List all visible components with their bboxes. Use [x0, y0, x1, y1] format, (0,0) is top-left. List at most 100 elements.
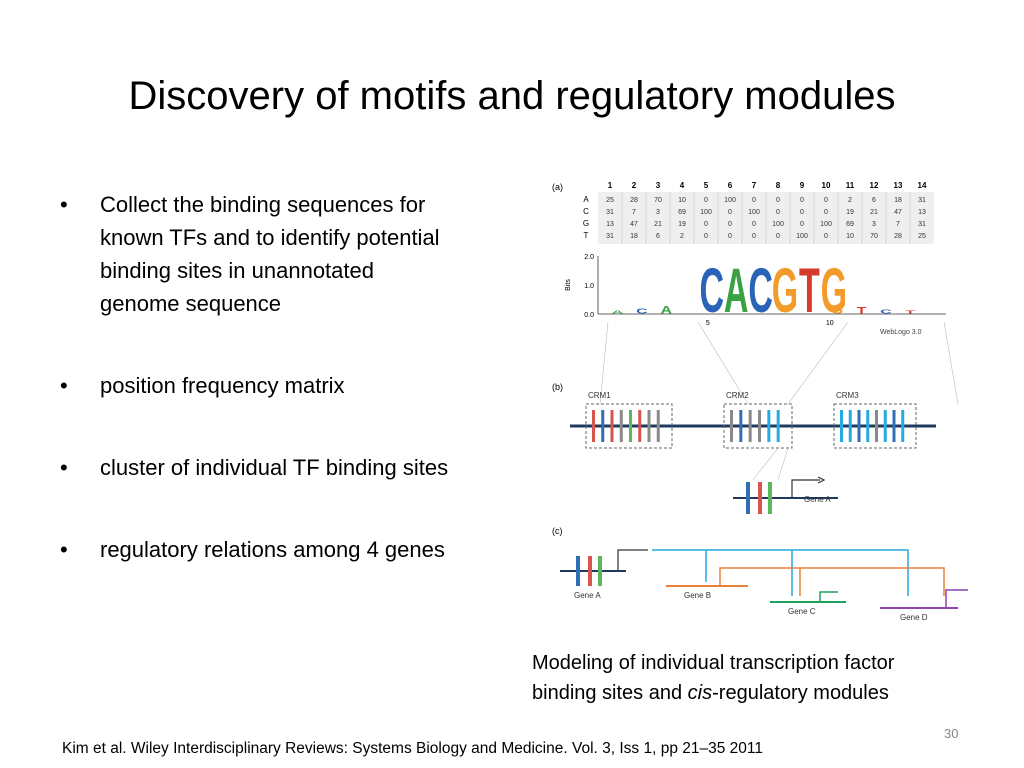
binding-site-bar — [601, 410, 605, 442]
bullet-item: • position frequency matrix — [60, 369, 530, 402]
matrix-cell: 7 — [896, 221, 900, 228]
regulation-edge — [719, 567, 945, 596]
binding-site-bar — [875, 410, 878, 442]
caption-italic: cis — [687, 682, 713, 704]
bullet-text: regulatory relations among 4 genes — [100, 537, 445, 562]
binding-site-bar — [866, 410, 870, 442]
logo-credit: WebLogo 3.0 — [880, 329, 922, 336]
bullet-dot: • — [60, 537, 68, 562]
logo-y-tick: 1.0 — [584, 283, 594, 290]
matrix-cell: 0 — [728, 221, 732, 228]
matrix-cell: 19 — [846, 209, 854, 216]
matrix-column-header: 8 — [776, 181, 781, 190]
matrix-cell: 31 — [918, 221, 926, 228]
regulation-edge — [652, 549, 909, 596]
caption-text: -regulatory modules — [712, 682, 889, 704]
matrix-cell: 0 — [704, 233, 708, 240]
guide-line — [752, 447, 779, 481]
matrix-cell: 69 — [846, 221, 854, 228]
binding-site-bar — [840, 410, 843, 442]
promoter-arrow — [945, 589, 968, 608]
matrix-column-header: 14 — [918, 181, 927, 190]
caption-text: binding sites and — [532, 682, 688, 704]
matrix-cell: 69 — [678, 209, 686, 216]
binding-site-bar — [746, 482, 750, 514]
matrix-cell: 28 — [630, 197, 638, 204]
matrix-cell: 21 — [654, 221, 662, 228]
matrix-column-header: 11 — [846, 181, 855, 190]
matrix-column-header: 4 — [680, 181, 685, 190]
logo-x-tick: 10 — [826, 320, 834, 327]
bullet-text: position frequency matrix — [100, 373, 345, 398]
binding-site-bar — [619, 410, 623, 442]
logo-letter: C — [880, 309, 892, 316]
binding-site-bar — [758, 482, 762, 514]
matrix-cell: 0 — [776, 197, 780, 204]
guide-line — [599, 321, 609, 405]
bullet-dot: • — [60, 455, 68, 480]
logo-y-tick: 0.0 — [584, 312, 594, 319]
matrix-column-header: 9 — [800, 181, 805, 190]
bullet-text-line: genome sequence — [100, 291, 282, 316]
promoter-arrow — [791, 479, 820, 498]
logo-letter: C — [700, 255, 725, 326]
page-number: 30 — [944, 726, 959, 741]
bullet-text: cluster of individual TF binding sites — [100, 455, 449, 480]
matrix-cell: 100 — [700, 209, 712, 216]
matrix-cell: 18 — [630, 233, 638, 240]
binding-site-bar — [857, 410, 861, 442]
bullet-list: • Collect the binding sequences for know… — [60, 188, 530, 615]
crm-box — [723, 403, 793, 449]
logo-letter: A — [724, 255, 749, 326]
binding-site-bar — [748, 410, 752, 442]
matrix-column-header: 3 — [656, 181, 661, 190]
matrix-cell: 10 — [678, 197, 686, 204]
matrix-column-header: 13 — [894, 181, 903, 190]
matrix-cell: 13 — [918, 209, 926, 216]
matrix-cell: 0 — [800, 221, 804, 228]
logo-y-tick: 2.0 — [584, 254, 594, 261]
matrix-cell: 31 — [606, 209, 614, 216]
matrix-cell: 0 — [752, 197, 756, 204]
matrix-cell: 70 — [654, 197, 662, 204]
binding-site-bar — [768, 482, 772, 514]
crm-label: CRM1 — [588, 391, 611, 400]
logo-letter: T — [799, 255, 820, 326]
caption-line: Modeling of individual transcription fac… — [532, 652, 895, 674]
matrix-cell: 0 — [824, 197, 828, 204]
matrix-cell: 0 — [704, 197, 708, 204]
matrix-cell: 0 — [752, 233, 756, 240]
logo-letter: A — [661, 303, 673, 316]
matrix-cell: 0 — [728, 233, 732, 240]
panel-label-c: (c) — [552, 526, 563, 536]
matrix-row-label: G — [583, 219, 589, 228]
matrix-cell: 0 — [728, 209, 732, 216]
binding-site-bar — [647, 410, 651, 442]
gene-label: Gene A — [804, 495, 831, 504]
matrix-cell: 100 — [772, 221, 784, 228]
matrix-cell: 3 — [656, 209, 660, 216]
logo-letter: A — [612, 309, 624, 315]
binding-site-bar — [656, 410, 660, 442]
crm-label: CRM2 — [726, 391, 749, 400]
binding-site-bar — [598, 556, 602, 586]
logo-letter: C — [636, 307, 648, 315]
matrix-cell: 0 — [776, 233, 780, 240]
binding-site-bar — [638, 410, 642, 442]
matrix-cell: 0 — [704, 221, 708, 228]
matrix-column-header: 7 — [752, 181, 757, 190]
matrix-column-header: 6 — [728, 181, 733, 190]
panel-label-a: (a) — [552, 182, 563, 192]
gene-label: Gene A — [574, 591, 601, 600]
matrix-row-label: T — [584, 231, 589, 240]
matrix-cell: 18 — [894, 197, 902, 204]
gene-label: Gene C — [788, 607, 816, 616]
bullet-item: • regulatory relations among 4 genes — [60, 533, 530, 566]
matrix-cell: 21 — [870, 209, 878, 216]
promoter-arrow — [617, 549, 648, 571]
binding-site-bar — [883, 410, 887, 442]
matrix-cell: 100 — [796, 233, 808, 240]
matrix-cell: 25 — [918, 233, 926, 240]
